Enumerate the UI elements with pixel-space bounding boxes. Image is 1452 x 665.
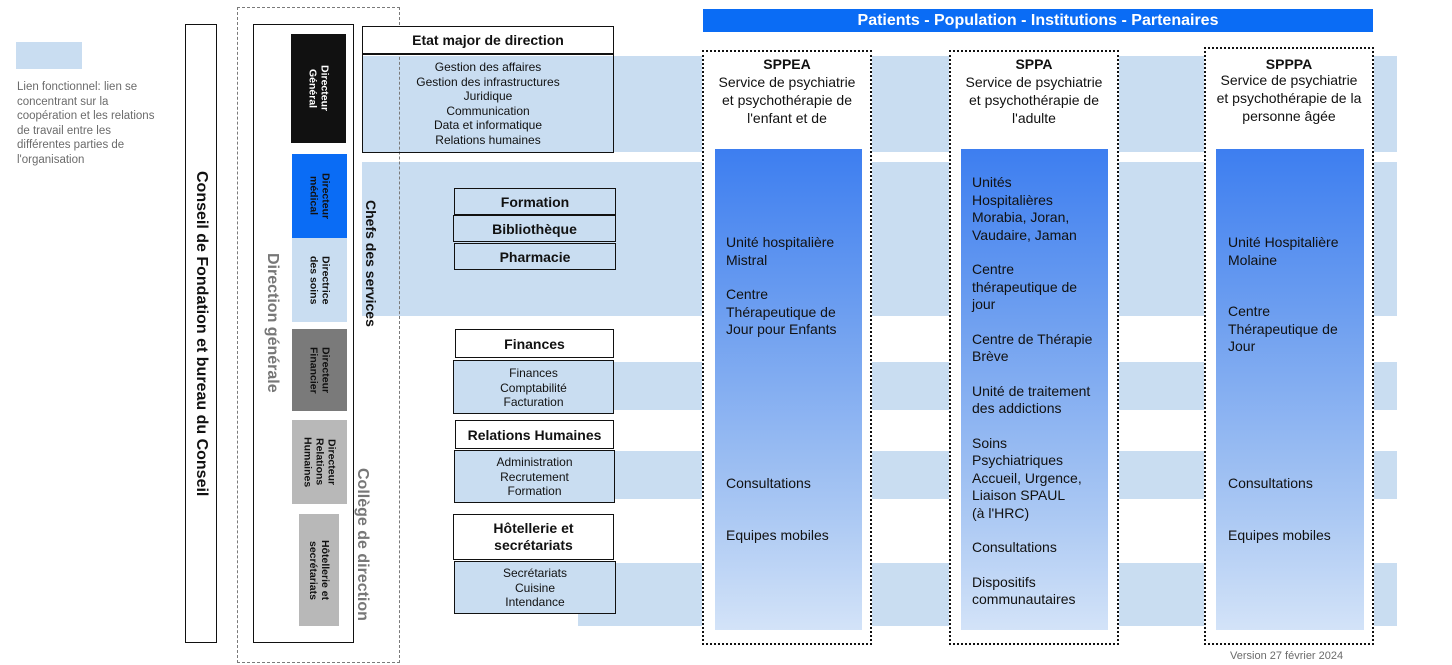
unit-item: Unité Hospitalière Molaine [1228, 234, 1339, 268]
etat-major-item: Relations humaines [435, 132, 541, 147]
unit-item: Unité hospitalière Mistral [726, 234, 835, 268]
etat-major-title: Etat major de direction [412, 32, 564, 48]
conseil-label: Conseil de Fondation et bureau du Consei… [193, 170, 210, 497]
chefs-services-text: Chefs des services [363, 200, 379, 327]
hotellerie-list: Secrétariats Cuisine Intendance [454, 561, 616, 614]
support-pharmacie: Pharmacie [454, 243, 616, 270]
director-general: Directeur Général [291, 34, 346, 143]
unit-item: Equipes mobiles [726, 526, 829, 543]
director-soins: Directrice des soins [292, 238, 347, 322]
rh-item: Recrutement [500, 469, 569, 484]
unit-item: Unité de traitement des addictions [972, 382, 1091, 417]
college-label-text: Collège de direction [354, 468, 371, 621]
service-spppa-code: SPPPA [1265, 56, 1313, 72]
hotellerie-header: Hôtellerie et secrétariats [453, 514, 614, 560]
support-bibliotheque-label: Bibliothèque [492, 220, 577, 237]
director-medical: Directeur médical [292, 154, 347, 238]
director-rh: Directeur Relations Humaines [292, 420, 347, 504]
finances-header: Finances [455, 329, 614, 358]
service-sppea-code: SPPEA [763, 56, 811, 72]
unit-item: Centre de Thérapie Brève [972, 330, 1093, 365]
service-spppa-units: Unité Hospitalière Molaine Centre Thérap… [1228, 234, 1362, 373]
etat-major-item: Gestion des affaires [434, 60, 542, 74]
hotellerie-item: Intendance [505, 595, 565, 609]
service-sppea-units-panel [715, 149, 862, 630]
director-hotellerie-label: Hôtellerie et secrétariats [307, 539, 331, 601]
finances-title: Finances [504, 335, 565, 352]
unit-item: Centre Thérapeutique de Jour pour Enfant… [726, 286, 837, 337]
service-sppa-code: SPPA [1015, 56, 1053, 72]
unit-item: Consultations [726, 475, 811, 491]
unit-item: Consultations [972, 539, 1057, 555]
director-hotellerie: Hôtellerie et secrétariats [299, 514, 339, 626]
service-sppa-title: Service de psychiatrie et psychothérapie… [965, 74, 1103, 126]
unit-item: Soins Psychiatriques Accueil, Urgence, L… [972, 434, 1082, 521]
finances-item: Finances [509, 366, 558, 380]
college-frame [237, 7, 400, 663]
hotellerie-item: Cuisine [514, 580, 556, 595]
conseil-box: Conseil de Fondation et bureau du Consei… [185, 24, 217, 643]
support-formation: Formation [454, 188, 616, 215]
etat-major-list: Gestion des affaires Gestion des infrast… [362, 54, 614, 153]
service-spppa-title: Service de psychiatrie et psychothérapie… [1216, 72, 1362, 124]
stakeholders-banner: Patients - Population - Institutions - P… [703, 9, 1373, 32]
service-spppa-units-panel [1216, 149, 1364, 630]
unit-item: Consultations [1228, 475, 1313, 491]
service-spppa-units-bottom: Consultations Equipes mobiles [1228, 475, 1362, 561]
unit-item: Centre Thérapeutique de Jour [1228, 303, 1338, 354]
direction-generale-frame [253, 24, 354, 643]
finances-list: Finances Comptabilité Facturation [453, 360, 614, 414]
rh-list: Administration Recrutement Formation [454, 450, 615, 503]
rh-title: Relations Humaines [467, 426, 602, 443]
rh-header: Relations Humaines [455, 420, 614, 449]
etat-major-item: Communication [446, 103, 530, 118]
director-general-label: Directeur Général [306, 65, 331, 112]
service-sppea-units: Unité hospitalière Mistral Centre Thérap… [726, 234, 861, 356]
support-formation-label: Formation [500, 193, 570, 210]
version-label: Version 27 février 2024 [1230, 650, 1344, 662]
hotellerie-item: Secrétariats [502, 566, 568, 580]
etat-major-item: Juridique [463, 89, 513, 103]
etat-major-item: Data et informatique [433, 118, 543, 132]
support-bibliotheque: Bibliothèque [453, 215, 616, 242]
etat-major-header: Etat major de direction [362, 26, 614, 54]
rh-item: Formation [507, 484, 562, 498]
service-sppa-units: Unités Hospitalières Morabia, Joran, Vau… [972, 174, 1107, 626]
unit-item: Equipes mobiles [1228, 526, 1331, 543]
director-financier: Directeur Financier [292, 329, 347, 411]
unit-item: Centre thérapeutique de jour [972, 261, 1078, 312]
hotellerie-title: Hôtellerie et secrétariats [493, 520, 574, 553]
rh-item: Administration [496, 455, 573, 469]
service-sppa-units-panel [961, 149, 1108, 630]
director-soins-label: Directrice des soins [307, 255, 332, 305]
unit-item: Unités Hospitalières Morabia, Joran, Vau… [972, 174, 1077, 243]
stakeholders-banner-text: Patients - Population - Institutions - P… [857, 11, 1219, 29]
chefs-services-label: Chefs des services [362, 200, 398, 327]
support-pharmacie-label: Pharmacie [499, 248, 571, 265]
service-sppea-units-bottom: Consultations Equipes mobiles [726, 475, 861, 561]
director-medical-label: Directeur médical [307, 172, 332, 220]
finances-item: Facturation [503, 395, 564, 409]
legend-swatch [16, 42, 82, 69]
legend-text: Lien fonctionnel: lien se concentrant su… [17, 81, 155, 166]
college-label: Collège de direction [352, 468, 394, 621]
etat-major-item: Gestion des infrastructures [416, 74, 560, 89]
unit-item: Dispositifs communautaires [972, 573, 1076, 608]
finances-item: Comptabilité [500, 380, 567, 395]
director-financier-label: Directeur Financier [307, 346, 332, 394]
service-sppea-title: Service de psychiatrie et psychothérapie… [718, 74, 856, 126]
direction-generale-label: Direction générale [264, 253, 281, 393]
director-rh-label: Directeur Relations Humaines [301, 436, 338, 488]
